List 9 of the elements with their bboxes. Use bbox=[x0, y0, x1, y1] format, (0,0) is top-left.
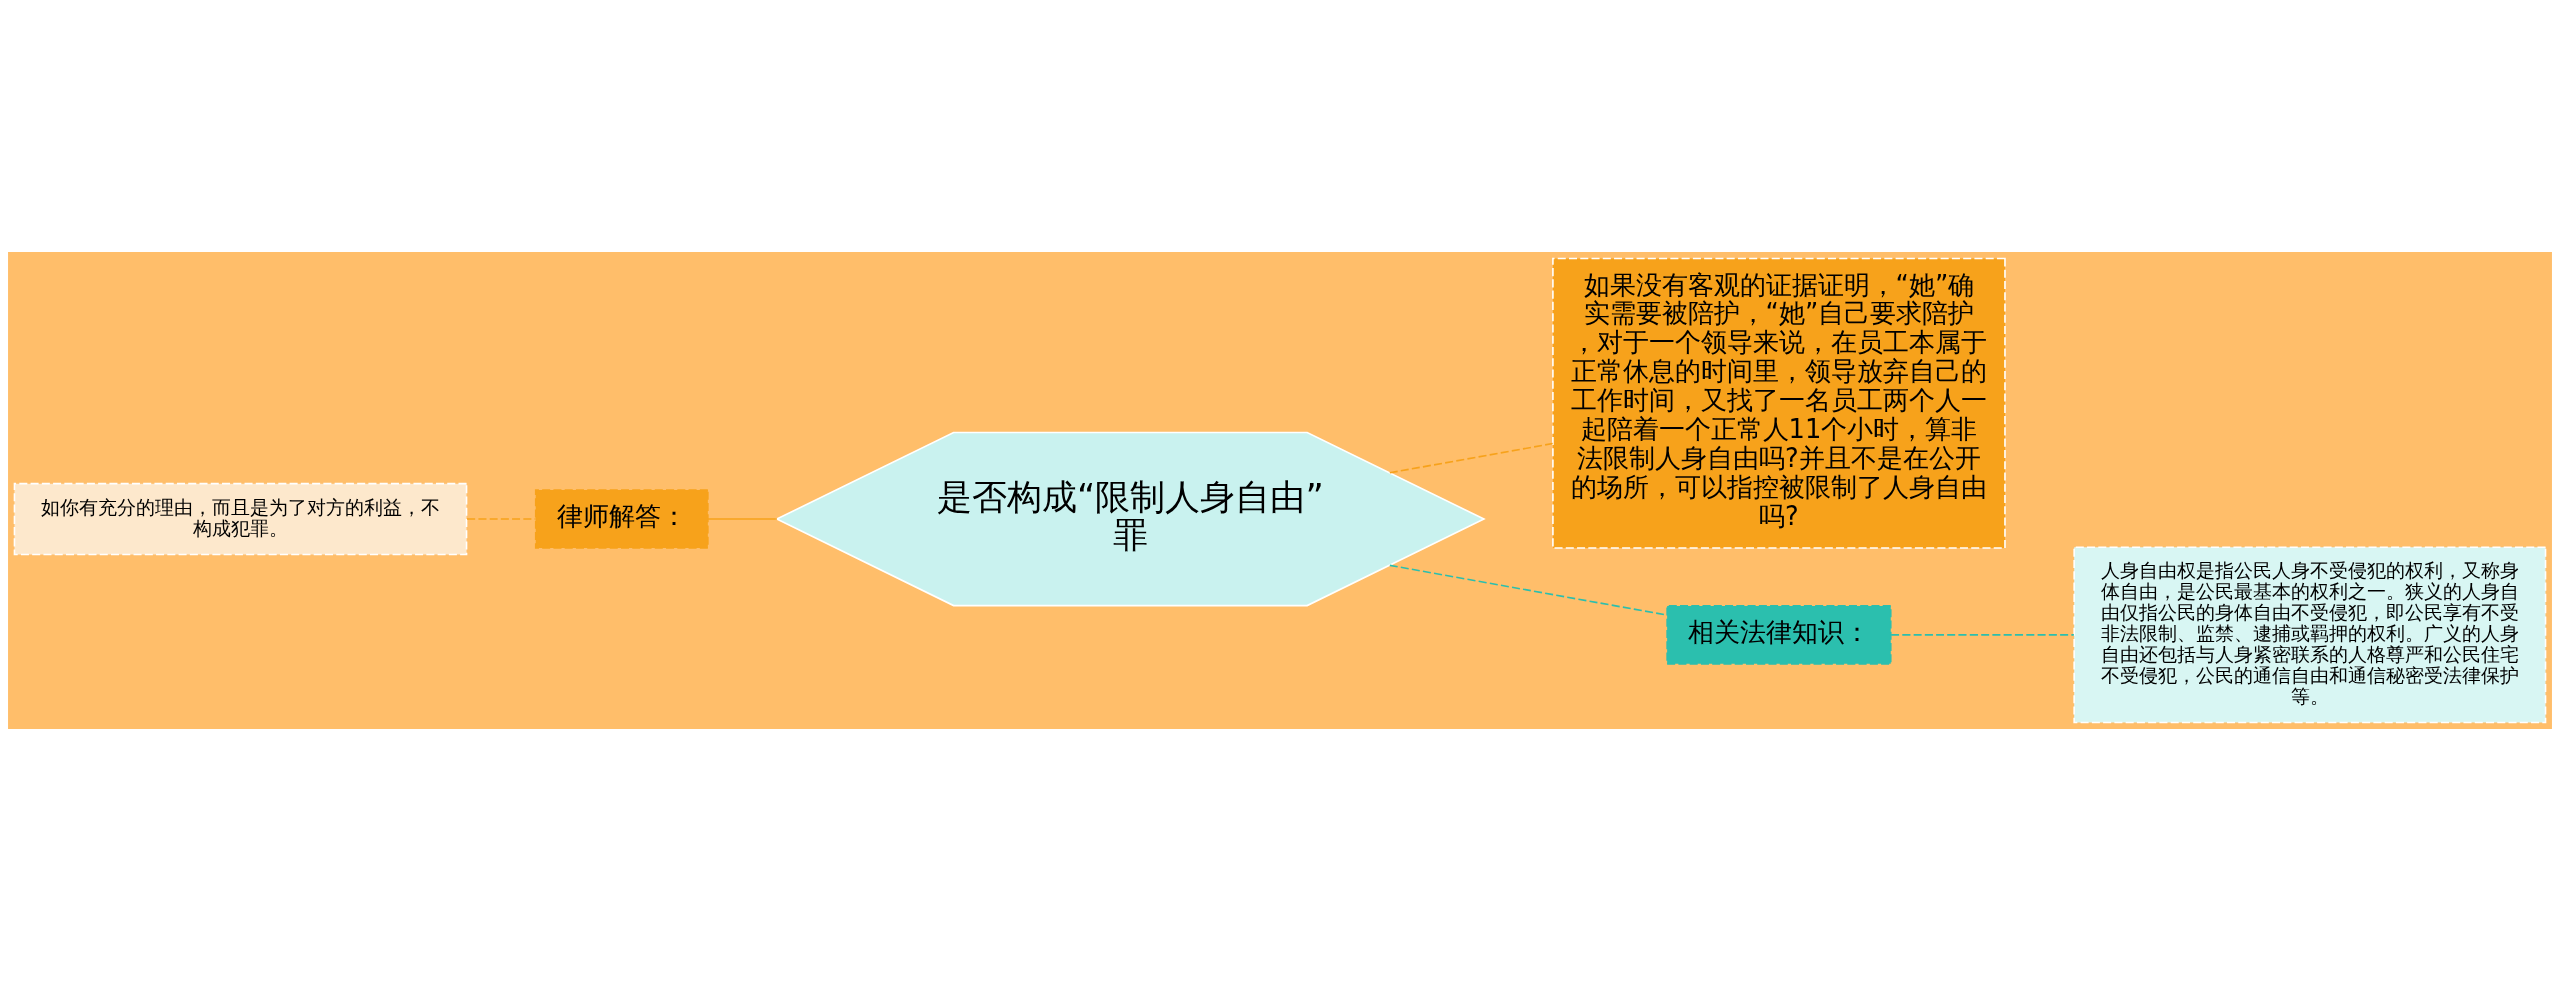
node-box: 如你有充分的理由，而且是为了对方的利益，不构成犯罪。 bbox=[13, 482, 468, 556]
connector bbox=[707, 518, 778, 520]
node-box: 如果没有客观的证据证明，“她”确实需要被陪护，“她”自己要求陪护，对于一个领导来说，在员工本属于正常休息的时间里，领导放弃自己的工作时间，又找了一名员工两个人一起陪着一个正常人11个小时，算非法限制人身自由吗?并且不是在公开的场所，可以指控被限制了人身自由吗? bbox=[1552, 257, 2006, 549]
connector bbox=[1389, 442, 1554, 474]
node-box: 律师解答： bbox=[534, 489, 709, 549]
connector bbox=[1890, 634, 2075, 636]
connector bbox=[466, 518, 537, 520]
node-box: 人身自由权是指公民人身不受侵犯的权利，又称身体自由，是公民最基本的权利之一。狭义的人身自由仅指公民的身体自由不受侵犯，即公民享有不受非法限制、监禁、逮捕或羁押的权利。广义的人身自由还包括与人身紧密联系的人格尊严和公民住宅不受侵犯，公民的通信自由和通信秘密受法律保护等。 bbox=[2073, 546, 2547, 724]
node-box: 相关法律知识： bbox=[1666, 605, 1892, 665]
